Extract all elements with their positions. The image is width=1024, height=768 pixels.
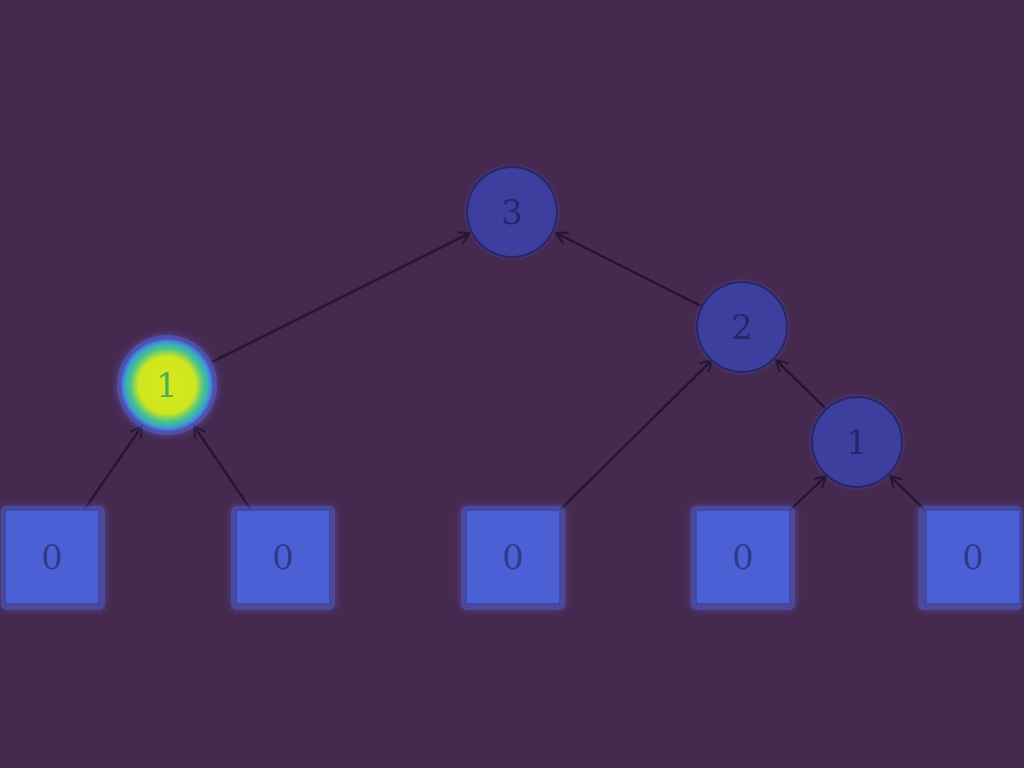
edge-leaf1-to-leftchild bbox=[82, 426, 142, 511]
edge-rrchild-to-rightchild bbox=[776, 360, 826, 409]
node-right-child: 2 bbox=[695, 280, 789, 374]
leaf-3: 0 bbox=[461, 506, 565, 610]
node-right-right-child: 1 bbox=[810, 395, 904, 489]
edge-leaf4-to-rrchild bbox=[789, 476, 826, 511]
node-left-child-circle bbox=[121, 339, 213, 431]
edges bbox=[82, 233, 926, 511]
node-right-right-child-circle bbox=[811, 396, 903, 488]
leaf-2-label: 0 bbox=[272, 538, 294, 578]
leaf-1-label: 0 bbox=[41, 538, 63, 578]
leaf-1: 0 bbox=[1, 506, 105, 610]
node-right-right-child-label: 1 bbox=[846, 423, 868, 463]
node-right-child-label: 2 bbox=[731, 308, 753, 348]
node-root-label: 3 bbox=[501, 193, 523, 233]
leaf-2: 0 bbox=[231, 506, 335, 610]
node-root-circle bbox=[466, 166, 558, 258]
leaf-5-label: 0 bbox=[962, 538, 984, 578]
node-left-child-label: 1 bbox=[156, 366, 178, 406]
leaf-4-label: 0 bbox=[732, 538, 754, 578]
leaf-3-label: 0 bbox=[502, 538, 524, 578]
edge-leaf3-to-rightchild bbox=[559, 360, 712, 511]
edge-rightchild-to-root bbox=[556, 233, 702, 308]
leaf-2-square bbox=[235, 509, 331, 605]
leaf-5: 0 bbox=[918, 506, 1022, 610]
leaf-1-square bbox=[4, 509, 100, 605]
leaf-3-square bbox=[465, 509, 561, 605]
leaf-4: 0 bbox=[691, 506, 795, 610]
edge-leaf2-to-leftchild bbox=[194, 426, 253, 511]
leaf-5-square bbox=[925, 509, 1021, 605]
node-right-child-circle bbox=[696, 281, 788, 373]
edge-leftchild-to-root bbox=[211, 233, 470, 364]
node-left-child-highlighted: 1 bbox=[117, 335, 217, 435]
node-root: 3 bbox=[465, 165, 559, 259]
edge-leaf5-to-rrchild bbox=[890, 476, 926, 511]
leaf-4-square bbox=[695, 509, 791, 605]
